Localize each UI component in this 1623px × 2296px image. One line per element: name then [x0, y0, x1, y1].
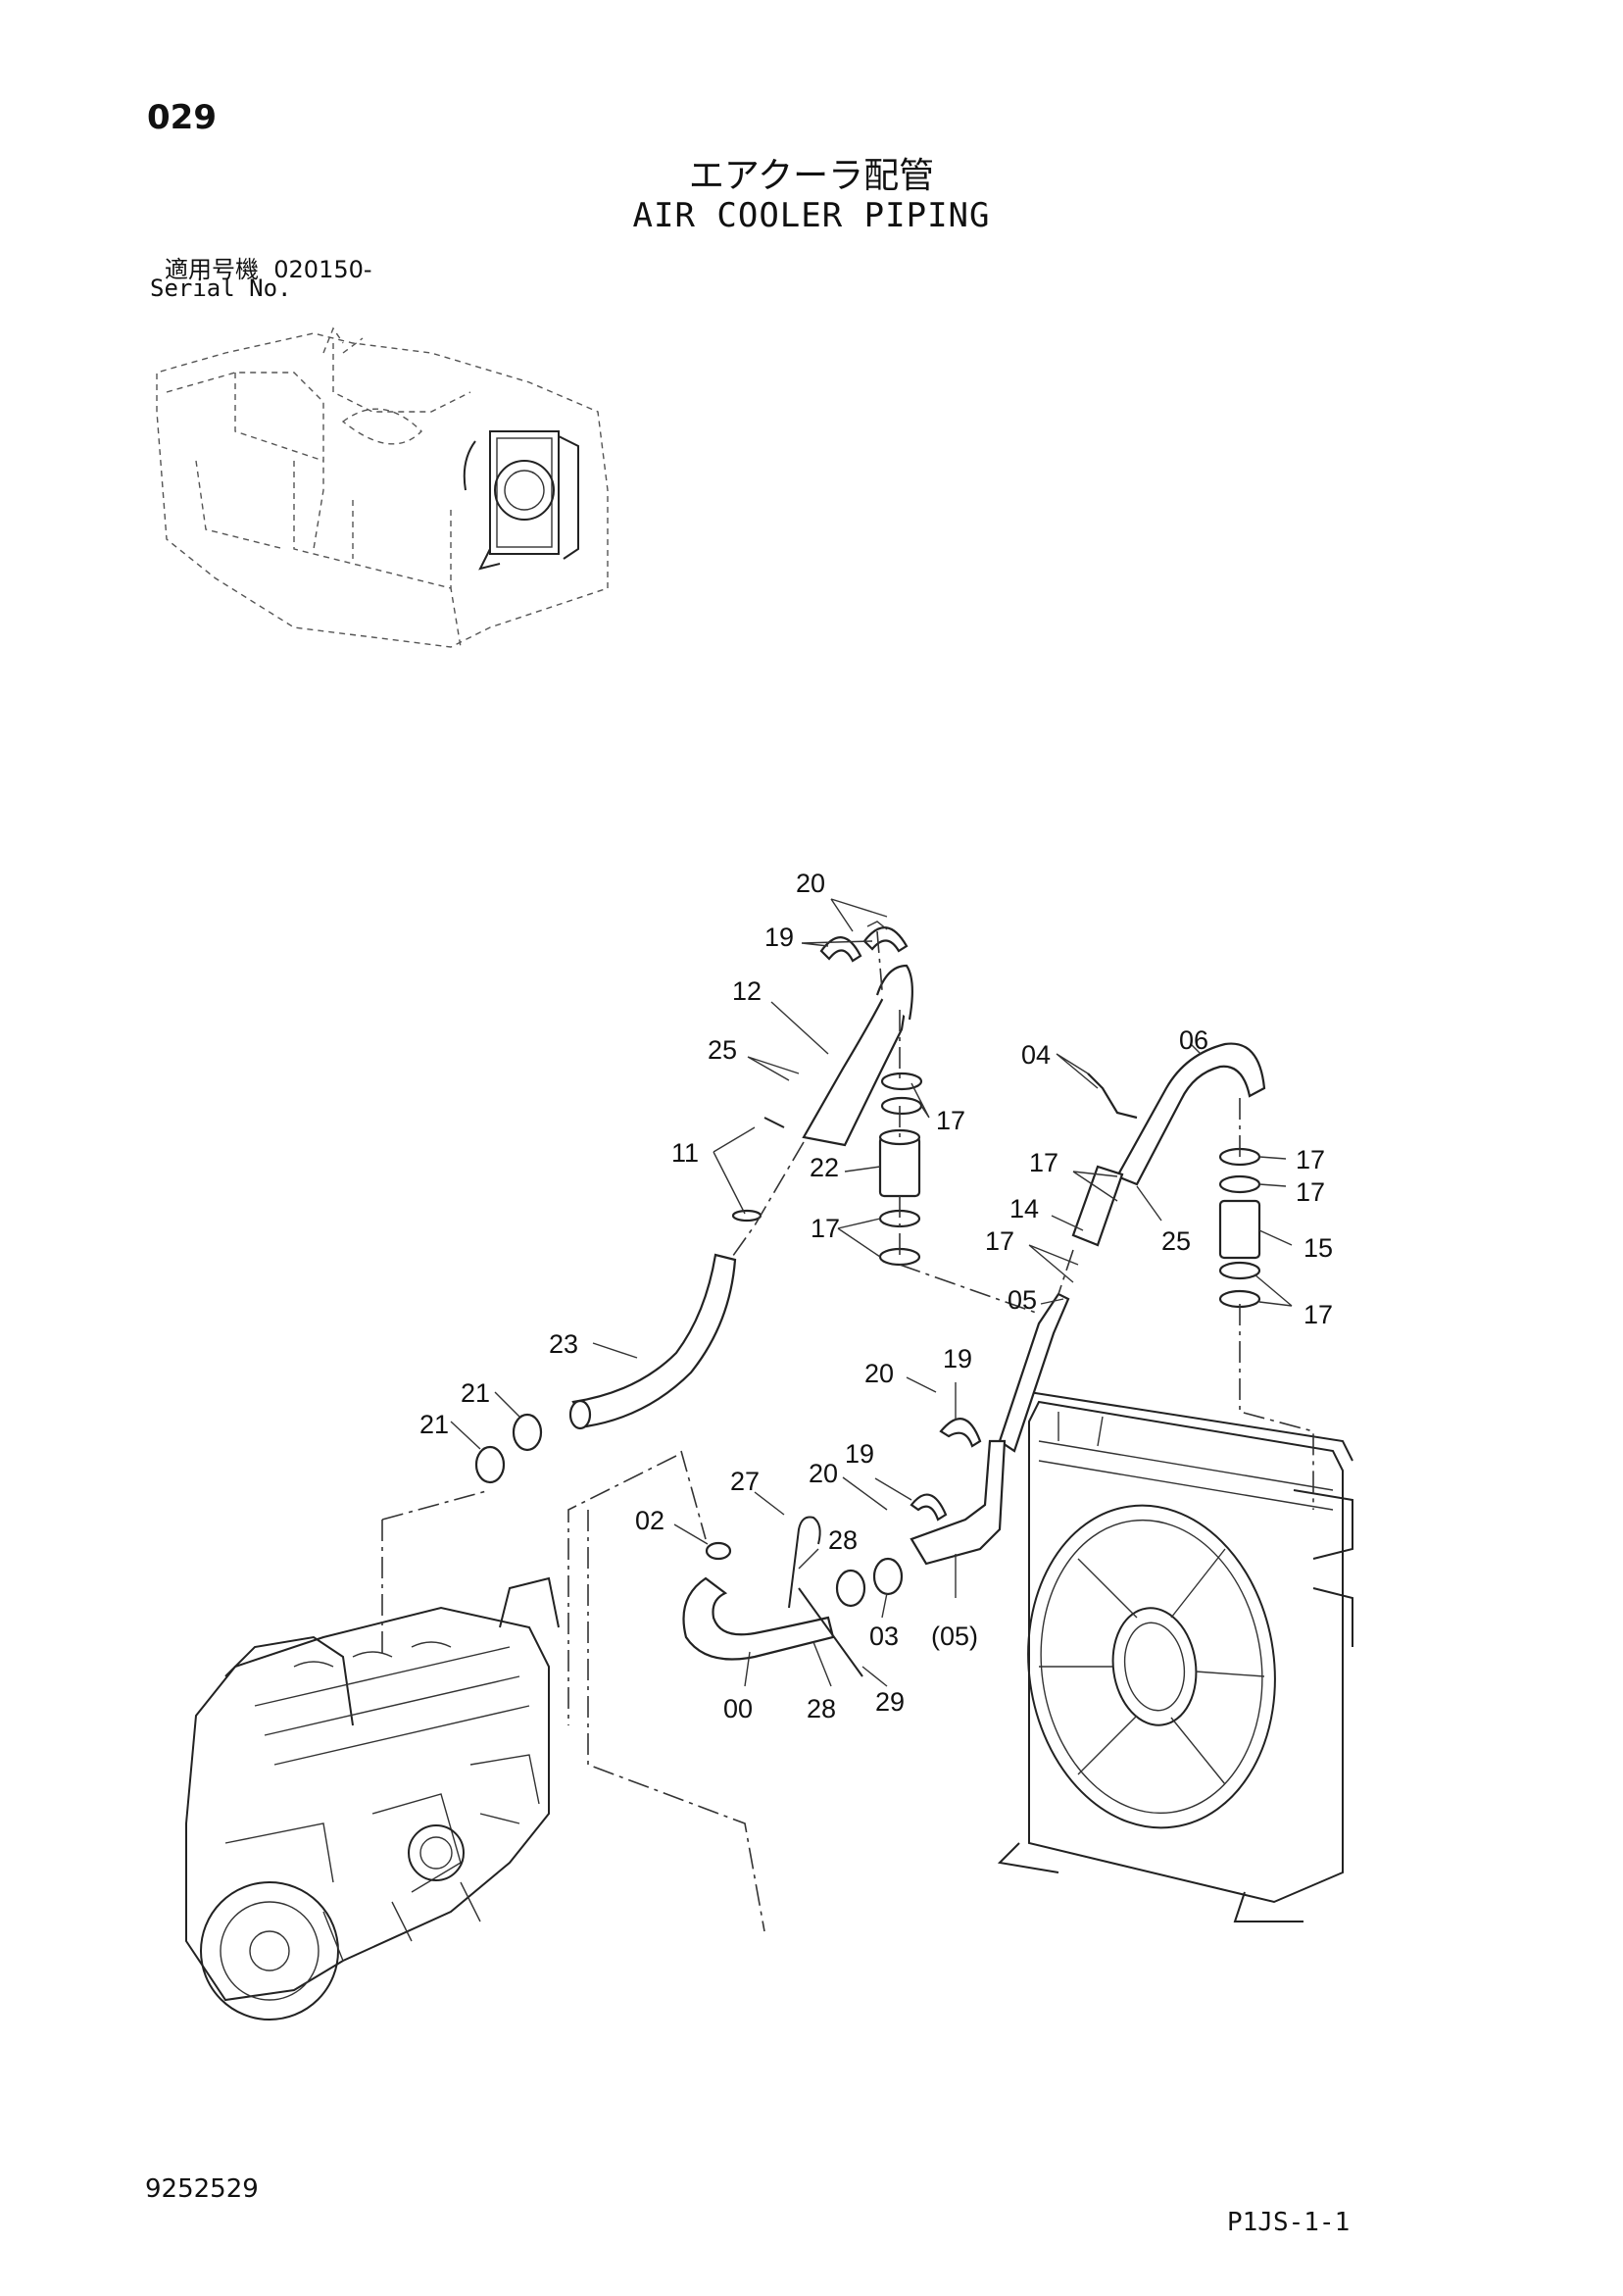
part-19-clamp-c [939, 1418, 982, 1448]
callout-25-right: 25 [1161, 1226, 1191, 1256]
serial-label-japanese: 適用号機 020150- [165, 250, 372, 284]
part-00-hose [682, 1576, 835, 1661]
part-11-bolt-a [763, 1117, 785, 1128]
callout-17-mid: 17 [811, 1214, 840, 1243]
connection-lines [381, 921, 1314, 1932]
callout-20-mid: 20 [864, 1359, 894, 1388]
callout-28-upper: 28 [828, 1525, 858, 1555]
overview-machine-sketch [156, 326, 609, 648]
callout-02: 02 [635, 1506, 664, 1535]
callout-15: 15 [1303, 1233, 1333, 1263]
part-03-clamp-a [835, 1569, 866, 1608]
callout-20-low: 20 [809, 1459, 838, 1488]
callout-05: 05 [1008, 1285, 1037, 1315]
part-27-hook [788, 1516, 821, 1609]
part-17-clamp-6 [1218, 1174, 1261, 1194]
drawing-number: 9252529 [145, 2174, 259, 2204]
part-05-lower-bend [910, 1439, 1007, 1566]
callout-00: 00 [723, 1694, 753, 1723]
callout-17-lower-right: 17 [1303, 1300, 1333, 1329]
part-23-pipe-end [568, 1399, 592, 1430]
callout-17-right-2: 17 [1296, 1177, 1325, 1207]
part-19-clamp-b [862, 926, 909, 953]
part-02-clamp [705, 1541, 732, 1561]
part-19-clamp-a [819, 936, 862, 963]
title-japanese: エアクーラ配管 [688, 156, 935, 196]
callout-17-lower-center: 17 [985, 1226, 1014, 1256]
serial-value: 020150- [273, 256, 372, 283]
part-21-clamp-b [474, 1445, 506, 1484]
callout-29: 29 [875, 1687, 905, 1717]
callout-19-low: 19 [845, 1439, 874, 1469]
part-22-hose [878, 1135, 921, 1198]
callout-05-ref: (05) [931, 1622, 978, 1651]
part-03-clamp-b [872, 1557, 904, 1596]
callout-22: 22 [810, 1153, 839, 1182]
callout-04: 04 [1021, 1040, 1051, 1070]
part-29-rod [798, 1587, 863, 1677]
title-english: AIR COOLER PIPING [632, 196, 991, 235]
part-12-bend [875, 964, 913, 1021]
callout-19-top: 19 [764, 923, 794, 952]
part-23-curved-pipe [571, 1253, 737, 1428]
callout-27: 27 [730, 1467, 760, 1496]
part-14-hose [1071, 1165, 1124, 1247]
callout-19-mid: 19 [943, 1344, 972, 1373]
callout-12: 12 [732, 976, 762, 1006]
callout-11: 11 [671, 1138, 699, 1168]
part-17-clamp-1 [880, 1072, 923, 1091]
callout-21-lower: 21 [419, 1410, 449, 1439]
callout-28-lower: 28 [807, 1694, 836, 1723]
callout-17-center: 17 [1029, 1148, 1058, 1177]
callout-14: 14 [1009, 1194, 1039, 1223]
part-17-clamp-7 [1218, 1261, 1261, 1280]
part-17-clamp-2 [880, 1096, 923, 1116]
leader-lines [450, 898, 1293, 1687]
serial-label-english: Serial No. [150, 275, 292, 302]
engine-assembly [185, 1576, 560, 2021]
callout-25-left: 25 [708, 1035, 737, 1065]
sheet-code: P1JS-1-1 [1227, 2208, 1351, 2237]
callout-20-top: 20 [796, 869, 825, 898]
callout-17-top: 17 [936, 1106, 965, 1135]
callout-06: 06 [1179, 1025, 1208, 1055]
callout-17-right-1: 17 [1296, 1145, 1325, 1174]
part-06-elbow-pipe [1115, 1042, 1266, 1186]
part-15-hose [1218, 1199, 1261, 1260]
page-number: 029 [147, 98, 217, 137]
part-12-elbow-pipe [802, 988, 909, 1147]
callout-23: 23 [549, 1329, 578, 1359]
part-11-gasket [731, 1209, 762, 1223]
serial-label-jp-text: 適用号機 [165, 256, 259, 283]
callout-labels: 20 19 12 25 04 06 17 17 17 11 22 17 17 1… [419, 869, 1333, 1723]
callout-03: 03 [869, 1622, 899, 1651]
part-21-clamp-a [512, 1413, 543, 1452]
callout-21-upper: 21 [461, 1378, 490, 1408]
part-19-clamp-d [910, 1493, 948, 1522]
part-04-bracket [1087, 1073, 1138, 1120]
radiator-assembly [997, 1390, 1353, 1922]
part-05-long-pipe [998, 1292, 1070, 1453]
